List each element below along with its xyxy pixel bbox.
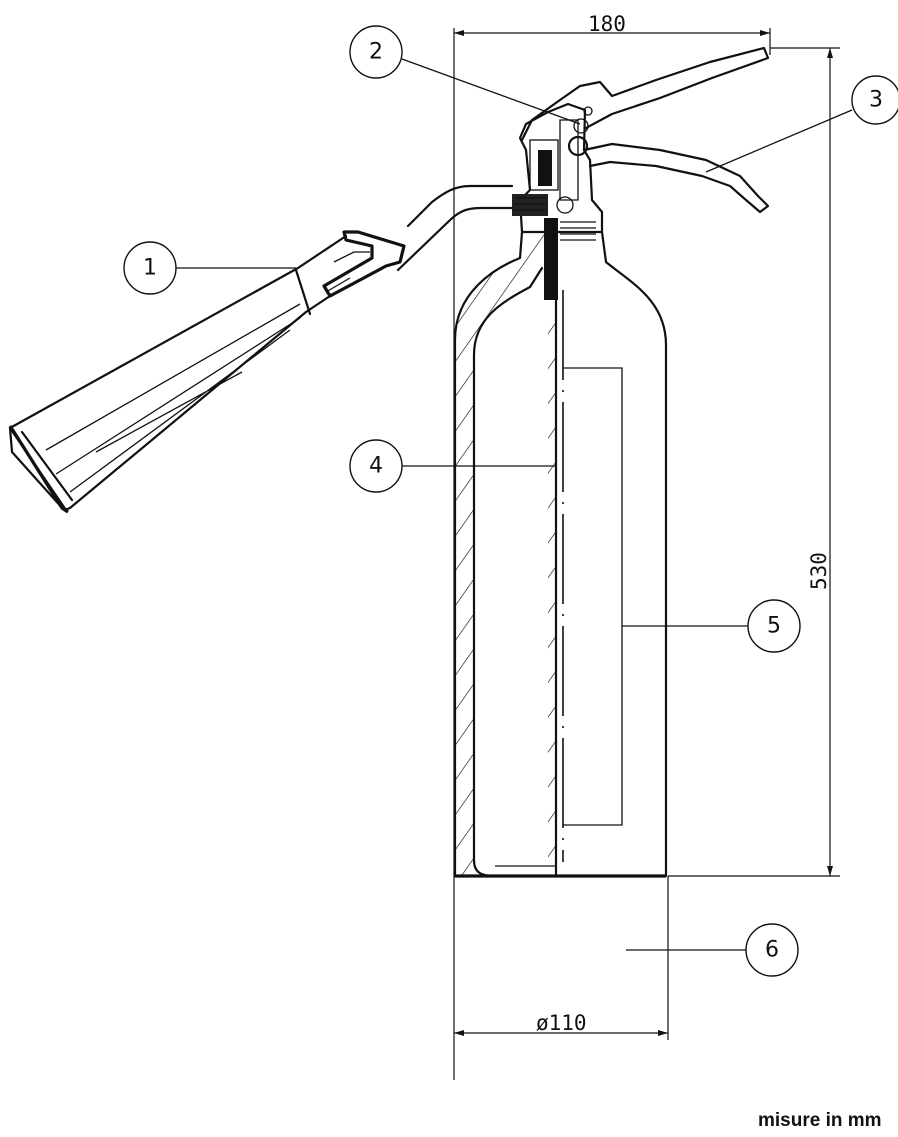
bottom-handle — [582, 142, 770, 214]
callout-4: 4 — [349, 439, 403, 493]
callout-4-number: 4 — [369, 454, 383, 479]
cylinder-body — [453, 230, 668, 878]
callout-3-number: 3 — [869, 88, 883, 113]
discharge-hose — [396, 184, 514, 272]
dimension-diameter — [454, 876, 669, 1040]
height-dimension-label: 530 — [807, 552, 831, 590]
callout-2-number: 2 — [369, 40, 383, 65]
width-dimension-label: 180 — [588, 12, 626, 36]
callout-2: 2 — [349, 25, 403, 79]
callout-3: 3 — [851, 75, 898, 125]
units-note: misure in mm — [758, 1110, 882, 1131]
callout-6: 6 — [745, 923, 799, 977]
discharge-horn — [8, 230, 406, 514]
diameter-dimension-label: ø110 — [536, 1011, 587, 1035]
callout-6-number: 6 — [765, 938, 779, 963]
neck-threads — [544, 218, 596, 300]
dimension-height — [668, 47, 840, 877]
callout-1: 1 — [123, 241, 177, 295]
top-lever — [520, 46, 770, 142]
callout-1-number: 1 — [143, 256, 157, 281]
valve-head — [512, 102, 604, 234]
callout-5: 5 — [747, 599, 801, 653]
callout-5-number: 5 — [767, 614, 781, 639]
leader-lines — [176, 58, 853, 951]
